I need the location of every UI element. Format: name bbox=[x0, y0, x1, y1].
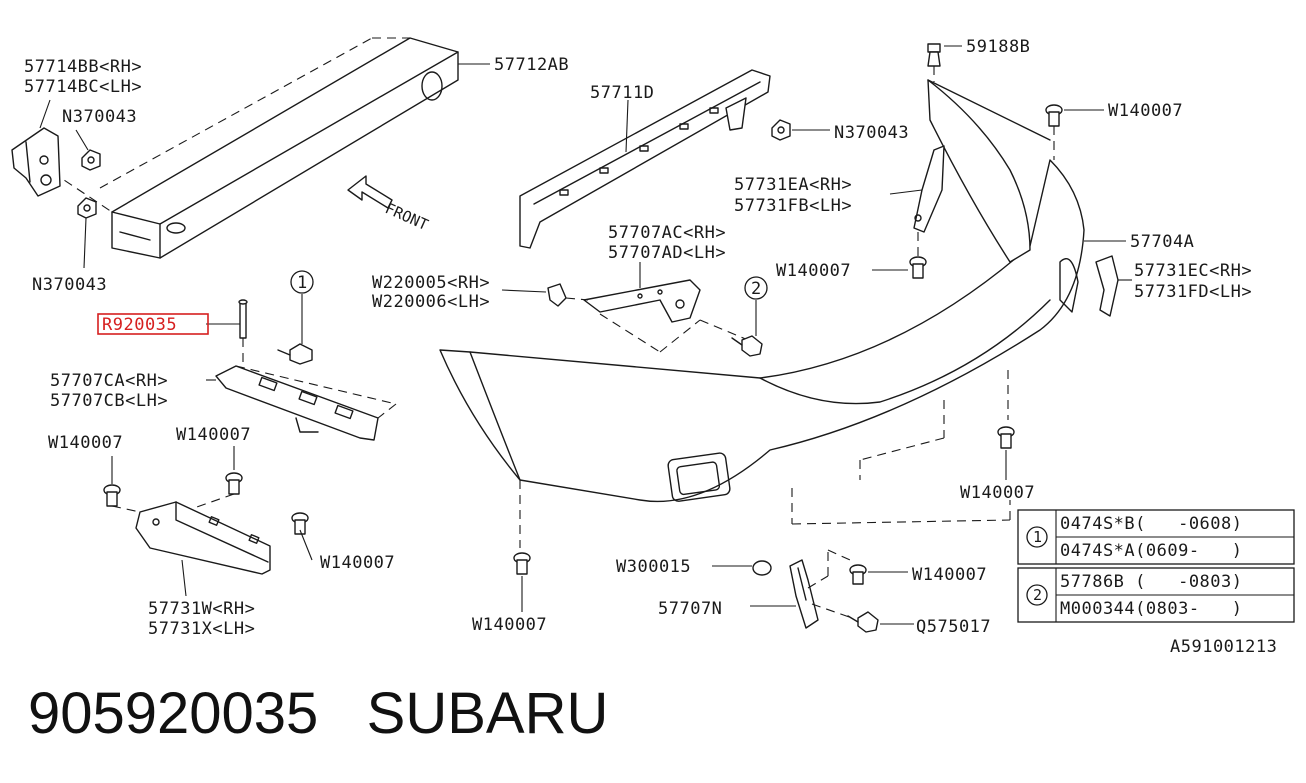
diagram-code: A591001213 bbox=[1170, 637, 1277, 657]
callout-1-text: 1 bbox=[297, 273, 308, 293]
callout-bolt-drawing bbox=[277, 294, 763, 365]
label-57707CB: 57707CB<LH> bbox=[50, 391, 168, 411]
bumper-cover-drawing bbox=[439, 79, 1126, 548]
label-N370043-bottom: N370043 bbox=[32, 275, 107, 295]
highlighted-pin-drawing bbox=[97, 299, 248, 362]
callout-2-text: 2 bbox=[751, 279, 762, 299]
part-number-caption: 905920035 SUBARU bbox=[28, 681, 609, 746]
label-57714BC: 57714BC<LH> bbox=[24, 77, 142, 97]
label-57704A: 57704A bbox=[1130, 232, 1194, 252]
callout-circle-1 bbox=[290, 270, 314, 294]
table-row1-b: 0474S*A(0609- ) bbox=[1060, 541, 1243, 561]
table-row2-a: 57786B ( -0803) bbox=[1060, 572, 1243, 592]
push-clip-drawing bbox=[501, 283, 589, 307]
label-59188B: 59188B bbox=[966, 37, 1030, 57]
label-57707AC: 57707AC<RH> bbox=[608, 223, 726, 243]
label-W140007-br: W140007 bbox=[912, 565, 987, 585]
label-W300015: W300015 bbox=[616, 557, 691, 577]
label-Q575017: Q575017 bbox=[916, 617, 991, 637]
label-57731EC: 57731EC<RH> bbox=[1134, 261, 1252, 281]
label-57714BB: 57714BB<RH> bbox=[24, 57, 142, 77]
label-W140007-mid: W140007 bbox=[776, 261, 851, 281]
label-57731FD: 57731FD<LH> bbox=[1134, 282, 1252, 302]
label-N370043-top: N370043 bbox=[62, 107, 137, 127]
front-direction-arrow bbox=[347, 175, 393, 209]
highlight-box bbox=[97, 313, 209, 335]
lower-side-bracket-drawing bbox=[111, 493, 271, 597]
leader-lines bbox=[458, 63, 490, 65]
table-row1-num: 1 bbox=[1033, 528, 1042, 546]
label-W140007-left2: W140007 bbox=[176, 425, 251, 445]
side-bracket-drawing bbox=[889, 145, 945, 256]
label-front: FRONT bbox=[382, 199, 431, 234]
label-W140007-bottom: W140007 bbox=[472, 615, 547, 635]
table-row2-num: 2 bbox=[1033, 586, 1042, 604]
label-W140007-top: W140007 bbox=[1108, 101, 1183, 121]
label-57731FB: 57731FB<LH> bbox=[734, 196, 852, 216]
label-57711D: 57711D bbox=[590, 83, 654, 103]
label-N370043-right: N370043 bbox=[834, 123, 909, 143]
label-R920035-highlighted[interactable]: R920035 bbox=[102, 315, 177, 335]
lower-stay-drawing bbox=[206, 365, 397, 441]
label-57707N: 57707N bbox=[658, 599, 722, 619]
beam-bracket-drawing bbox=[11, 99, 61, 197]
center-bracket-drawing bbox=[583, 262, 749, 353]
callout-circle-2 bbox=[744, 276, 768, 300]
label-W140007-right-low: W140007 bbox=[960, 483, 1035, 503]
label-W140007-lower: W140007 bbox=[320, 553, 395, 573]
clip-fasteners-drawing bbox=[103, 104, 1104, 612]
label-57712AB: 57712AB bbox=[494, 55, 569, 75]
table-row1-a: 0474S*B( -0608) bbox=[1060, 514, 1243, 534]
small-bracket-drawing bbox=[712, 549, 914, 633]
upper-rail-drawing bbox=[519, 69, 771, 249]
label-57707AD: 57707AD<LH> bbox=[608, 243, 726, 263]
label-W140007-left: W140007 bbox=[48, 433, 123, 453]
label-57731W: 57731W<RH> bbox=[148, 599, 255, 619]
label-57731X: 57731X<LH> bbox=[148, 619, 255, 639]
table-row2-b: M000344(0803- ) bbox=[1060, 599, 1243, 619]
callout-markers: 1 2 bbox=[290, 270, 768, 300]
reference-table: 1 0474S*B( -0608) 0474S*A(0609- ) 2 5778… bbox=[1017, 509, 1295, 623]
bumper-beam-drawing bbox=[51, 37, 459, 259]
label-57731EA: 57731EA<RH> bbox=[734, 175, 852, 195]
label-W220005: W220005<RH> bbox=[372, 273, 490, 293]
right-side-bracket-drawing bbox=[1095, 255, 1132, 317]
nut-drawing bbox=[75, 119, 830, 269]
clip-drawing bbox=[927, 43, 962, 82]
label-W220006: W220006<LH> bbox=[372, 292, 490, 312]
label-57707CA: 57707CA<RH> bbox=[50, 371, 168, 391]
